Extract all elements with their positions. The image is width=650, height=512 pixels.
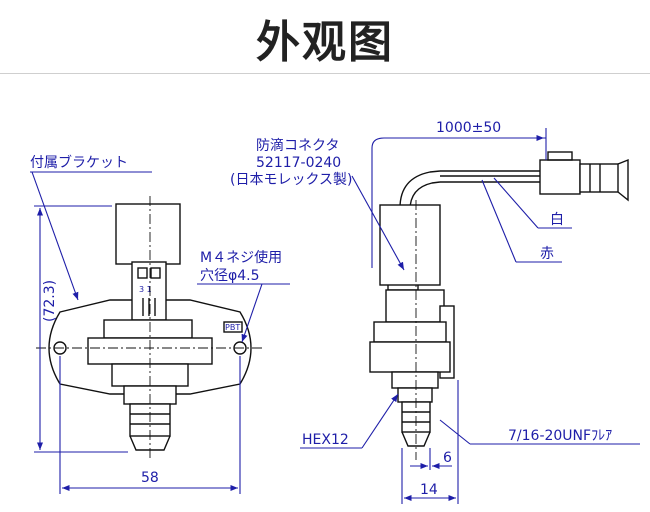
cable-length-dimension: 1000±50	[436, 120, 501, 136]
height-dimension: (72.3)	[42, 280, 58, 322]
side-view	[369, 151, 629, 460]
screw-label-2: 穴径φ4.5	[200, 268, 260, 284]
width-dimension: 58	[141, 470, 159, 486]
connector-label-1: 防滴コネクタ	[256, 137, 339, 154]
connector-label-2: 52117-0240	[256, 155, 341, 171]
thread-label: 7/16-20UNFﾌﾚｱ	[508, 428, 612, 444]
dim-6: 6	[443, 450, 452, 466]
screw-label-1: M４ネジ使用	[200, 249, 282, 266]
material-mark: PBT	[225, 323, 240, 332]
cable-connector	[539, 159, 581, 195]
connector-label-3: (日本モレックス製)	[230, 172, 353, 188]
front-view: 3 1 PBT	[36, 196, 262, 460]
hex-label: HEX12	[302, 432, 349, 448]
sensor-flange	[103, 319, 193, 339]
pin-marks: 3 1	[139, 285, 152, 294]
wire-red-label: 赤	[540, 246, 554, 262]
wire-white-label: 白	[550, 212, 564, 228]
side-view-dimensions	[300, 128, 640, 504]
connector-housing	[115, 203, 181, 265]
bracket-label: 付属ブラケット	[30, 154, 128, 171]
side-housing	[385, 289, 445, 323]
front-view-dimensions	[30, 171, 290, 494]
side-body	[369, 341, 451, 373]
side-hex	[397, 387, 433, 403]
dim-14: 14	[420, 482, 438, 498]
title-divider	[0, 73, 650, 74]
page-title: 外观图	[256, 17, 394, 68]
